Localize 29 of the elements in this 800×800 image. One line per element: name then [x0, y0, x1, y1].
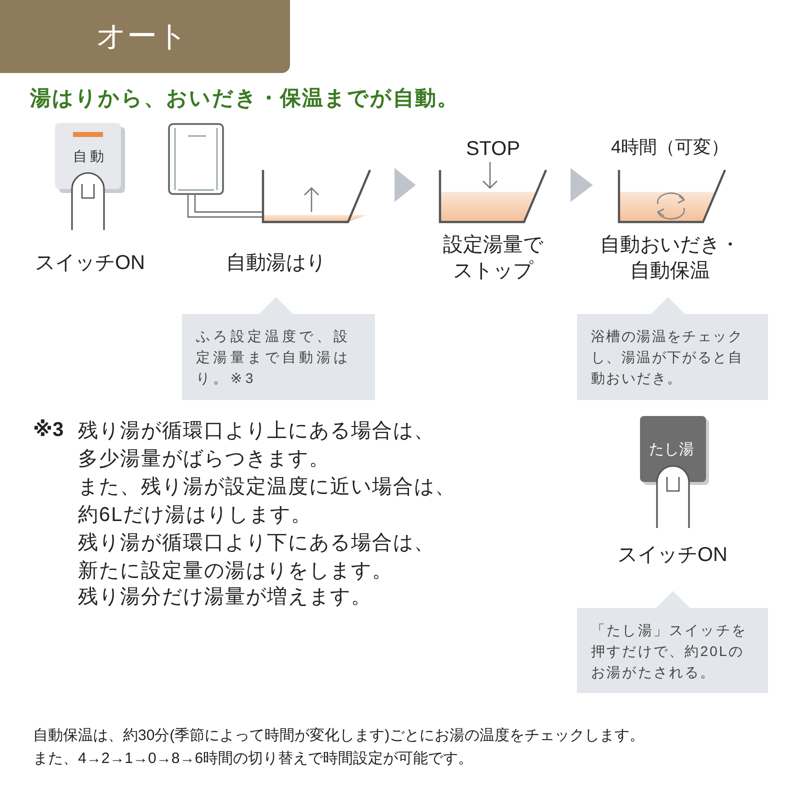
footnote-text: 多少湯量がばらつきます。 — [78, 447, 330, 472]
callout-text: 「たし湯」スイッチを押すだけで、約20Lのお湯がたされる。 — [590, 621, 748, 682]
step-heading: 4時間（可変） — [610, 136, 730, 159]
step-label: 自動おいだき・自動保温 — [599, 233, 741, 284]
footnote-mark: ※3 — [33, 418, 64, 442]
footnote-text: 残り湯が循環口より下にある場合は、 — [78, 531, 435, 556]
callout-text: 浴槽の湯温をチェックし、湯温が下がると自動おいだき。 — [590, 327, 744, 388]
switch-label: たし湯 — [649, 440, 694, 459]
step-heading: STOP — [464, 137, 522, 162]
arrow — [394, 168, 416, 202]
footnote-text: 新たに設定量の湯はりをします。 — [78, 559, 393, 584]
footnote-text: また、残り湯が設定温度に近い場合は、 — [78, 475, 456, 500]
callout-bubble — [577, 591, 768, 693]
footnote-text: 残り湯が循環口より上にある場合は、 — [78, 419, 435, 444]
title-banner: オート — [0, 0, 290, 73]
switch-label: 自動 — [73, 148, 107, 166]
step-label: 自動湯はり — [225, 251, 327, 276]
step-label: 設定湯量でストップ — [442, 233, 544, 284]
step-label: スイッチON — [616, 543, 728, 568]
step-label: スイッチON — [34, 251, 146, 276]
footnote-text: 残り湯分だけ湯量が増えます。 — [78, 584, 372, 610]
callout-bubble — [182, 297, 375, 400]
callout-text: ふろ設定温度で、設定湯量まで自動湯はり。※3 — [195, 327, 352, 388]
subtitle: 湯はりから、おいだき・保温までが自動。 — [30, 86, 459, 112]
footer-note: また、4→2→1→0→8→6時間の切り替えで時間設定が可能です。 — [33, 749, 474, 768]
footnote-text: 約6Lだけ湯はりします。 — [78, 503, 312, 528]
callout-bubble — [577, 297, 768, 400]
footer-note: 自動保温は、約30分(季節によって時間が変化します)ごとにお湯の温度をチェックします。 — [33, 726, 645, 745]
arrow — [570, 168, 593, 202]
